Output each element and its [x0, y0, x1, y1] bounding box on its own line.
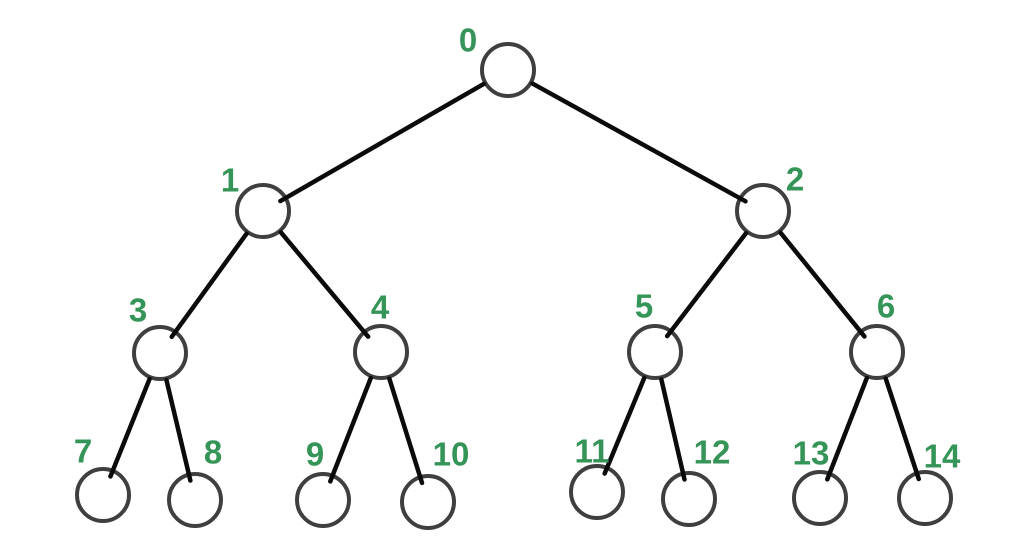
tree-node-label-1: 1: [221, 162, 239, 199]
tree-node-label-8: 8: [204, 434, 222, 471]
tree-node-circle-8: [167, 472, 223, 528]
tree-node-circle-4: [353, 324, 409, 380]
tree-edge-3-7: [108, 376, 152, 479]
tree-node-circle-0: [480, 42, 536, 98]
tree-edge-5-12: [659, 377, 687, 482]
tree-edge-4-9: [328, 375, 374, 484]
tree-edge-1-3: [169, 231, 249, 340]
tree-node-label-0: 0: [459, 22, 477, 59]
tree-node-circle-3: [132, 325, 188, 381]
tree-edge-2-5: [664, 230, 749, 339]
tree-edge-3-8: [164, 377, 193, 483]
tree-edge-6-14: [883, 376, 922, 482]
tree-edge-2-6: [778, 230, 867, 339]
tree-node-circle-5: [627, 324, 683, 380]
tree-node-circle-7: [75, 467, 131, 523]
tree-node-circle-6: [849, 324, 905, 380]
tree-node-circle-2: [735, 183, 791, 239]
tree-node-circle-14: [897, 470, 953, 526]
tree-node-label-3: 3: [129, 292, 147, 329]
tree-edge-0-2: [530, 81, 748, 204]
tree-node-label-9: 9: [306, 436, 324, 473]
tree-edge-1-4: [278, 230, 371, 339]
tree-node-label-4: 4: [371, 289, 390, 326]
tree-node-circle-11: [569, 464, 625, 520]
tree-edge-6-13: [825, 375, 870, 482]
tree-node-label-5: 5: [635, 288, 653, 325]
tree-node-label-10: 10: [433, 436, 470, 473]
tree-edge-4-10: [387, 376, 425, 486]
tree-edge-5-11: [602, 375, 647, 476]
tree-node-circle-1: [235, 183, 291, 239]
tree-node-circle-10: [400, 474, 456, 530]
tree-node-label-14: 14: [924, 438, 961, 475]
tree-node-circle-12: [661, 471, 717, 527]
tree-node-label-12: 12: [694, 434, 731, 471]
tree-node-label-2: 2: [786, 161, 804, 198]
tree-node-label-7: 7: [74, 433, 92, 470]
tree-edge-0-1: [278, 81, 486, 204]
tree-node-circle-9: [295, 472, 351, 528]
tree-node-label-11: 11: [575, 433, 610, 470]
tree-node-circle-13: [792, 470, 848, 526]
tree-node-label-13: 13: [793, 435, 830, 472]
tree-node-label-6: 6: [877, 288, 895, 325]
